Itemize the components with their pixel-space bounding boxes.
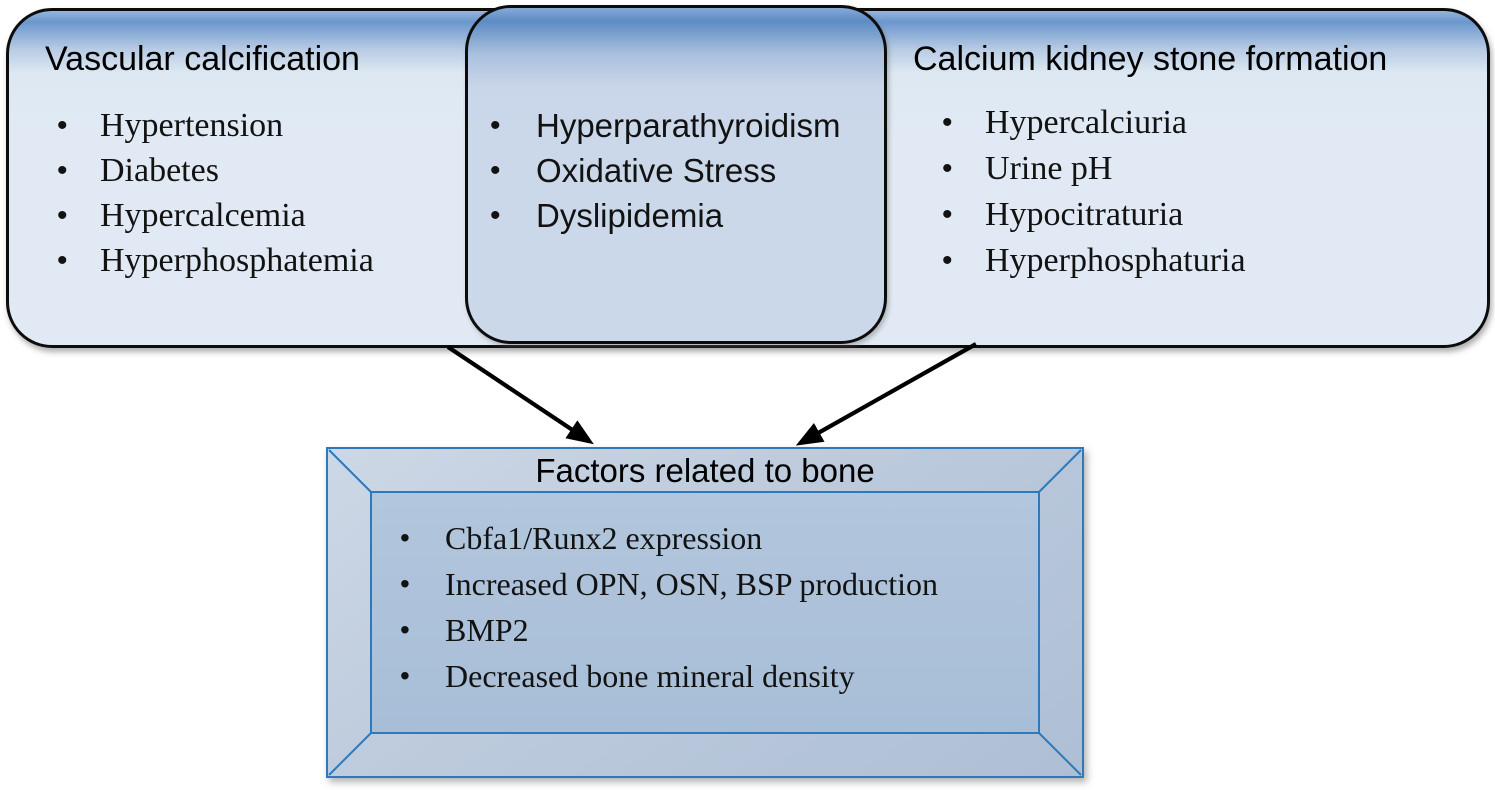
list-item: Diabetes <box>57 148 374 193</box>
vascular-factors-list: HypertensionDiabetesHypercalcemiaHyperph… <box>57 103 374 283</box>
connector-arrow-right <box>795 342 978 446</box>
list-item: Hyperphosphatemia <box>57 238 374 283</box>
list-item: BMP2 <box>400 607 938 653</box>
list-item: Hypercalciuria <box>942 100 1246 146</box>
list-item: Cbfa1/Runx2 expression <box>400 515 938 561</box>
list-item: Hyperparathyroidism <box>490 103 840 148</box>
list-item: Decreased bone mineral density <box>400 653 938 699</box>
list-item: Urine pH <box>942 146 1246 192</box>
connector-arrow-left <box>446 345 594 445</box>
list-item: Hypocitraturia <box>942 192 1246 238</box>
list-item: Oxidative Stress <box>490 148 840 193</box>
shared-factors-list: HyperparathyroidismOxidative StressDysli… <box>490 103 840 238</box>
list-item: Hyperphosphaturia <box>942 238 1246 284</box>
list-item: Hypercalcemia <box>57 193 374 238</box>
list-item: Hypertension <box>57 103 374 148</box>
list-item: Dyslipidemia <box>490 193 840 238</box>
list-item: Increased OPN, OSN, BSP production <box>400 561 938 607</box>
vascular-calcification-title: Vascular calcification <box>45 40 360 78</box>
calcium-kidney-stone-title: Calcium kidney stone formation <box>913 40 1388 78</box>
bevel-corner-lines <box>328 449 1082 776</box>
bone-factors-title: Factors related to bone <box>535 452 875 489</box>
kidney-stone-factors-list: HypercalciuriaUrine pHHypocitraturiaHype… <box>942 100 1246 284</box>
bone-factors-list: Cbfa1/Runx2 expressionIncreased OPN, OSN… <box>400 515 938 699</box>
